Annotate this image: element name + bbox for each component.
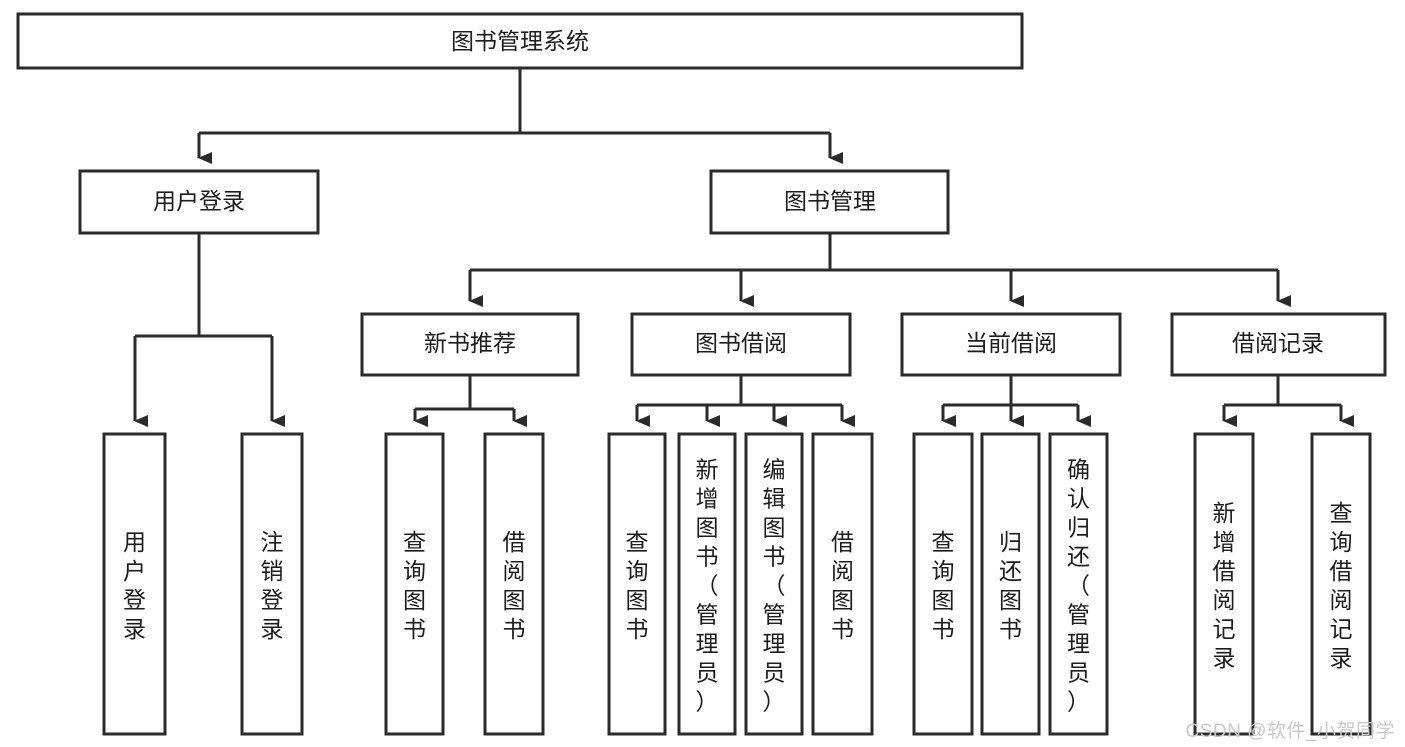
node-current-borrow[interactable]: 当前借阅 [900, 312, 1122, 377]
leaf-borrow-book-2[interactable]: 借阅图书 [811, 432, 874, 736]
node-book-manage[interactable]: 图书管理 [709, 169, 950, 235]
node-new-book-recommend-label: 新书推荐 [424, 330, 516, 356]
leaf-edit-book-box[interactable] [744, 432, 804, 736]
leaf-user-logout[interactable]: 注销登录 [240, 432, 304, 736]
leaf-confirm-return[interactable]: 确认归还（管理员） [1048, 432, 1109, 736]
leaf-query-book-2-box[interactable] [607, 432, 667, 736]
leaf-borrow-book-1-box[interactable] [483, 432, 545, 736]
leaf-query-book-3[interactable]: 查询图书 [912, 432, 974, 736]
connector-layer [133, 68, 1354, 427]
node-book-manage-label: 图书管理 [784, 188, 876, 214]
leaf-return-book-label: 归还图书 [999, 529, 1022, 642]
leaf-user-login[interactable]: 用户登录 [102, 432, 167, 736]
node-book-borrow-box[interactable] [630, 312, 852, 377]
leaf-borrow-book-1-label: 借阅图书 [503, 529, 526, 642]
leaf-borrow-book-2-box[interactable] [811, 432, 874, 736]
leaf-query-record-box[interactable] [1310, 432, 1372, 736]
leaf-edit-book[interactable]: 编辑图书（管理员） [744, 432, 804, 736]
node-book-borrow[interactable]: 图书借阅 [630, 312, 852, 377]
node-current-borrow-label: 当前借阅 [965, 330, 1057, 356]
leaf-query-book-1[interactable]: 查询图书 [384, 432, 445, 736]
leaf-add-record-box[interactable] [1193, 432, 1255, 736]
node-root[interactable]: 图书管理系统 [16, 12, 1024, 70]
leaf-user-login-box[interactable] [102, 432, 167, 736]
node-user-login-box[interactable] [78, 169, 320, 235]
leaf-query-record[interactable]: 查询借阅记录 [1310, 432, 1372, 736]
node-user-login-label: 用户登录 [153, 188, 245, 214]
node-current-borrow-box[interactable] [900, 312, 1122, 377]
node-root-label: 图书管理系统 [451, 28, 589, 54]
leaf-query-book-3-label: 查询图书 [932, 529, 955, 642]
leaf-add-record-label: 新增借阅记录 [1213, 500, 1236, 671]
node-root-box[interactable] [16, 12, 1024, 70]
node-layer: 图书管理系统 用户登录 图书管理 新书推荐 图书借阅 当前借阅 [16, 12, 1387, 377]
leaf-confirm-return-label: 确认归还（管理员） [1067, 457, 1090, 715]
leaf-confirm-return-box[interactable] [1048, 432, 1109, 736]
node-new-book-recommend[interactable]: 新书推荐 [360, 312, 580, 377]
node-book-borrow-label: 图书借阅 [695, 330, 787, 356]
node-new-book-recommend-box[interactable] [360, 312, 580, 377]
leaf-node-layer: 用户登录 注销登录 查询图书 借阅图书 查询图书 新增图书（管理员） 编辑图书（管理员） 借阅… [102, 432, 1372, 736]
leaf-add-book-label: 新增图书（管理员） [696, 457, 719, 715]
node-borrow-record-box[interactable] [1170, 312, 1387, 377]
leaf-add-record[interactable]: 新增借阅记录 [1193, 432, 1255, 736]
leaf-return-book[interactable]: 归还图书 [980, 432, 1041, 736]
leaf-edit-book-label: 编辑图书（管理员） [763, 457, 786, 715]
leaf-add-book-box[interactable] [677, 432, 737, 736]
leaf-borrow-book-1[interactable]: 借阅图书 [483, 432, 545, 736]
node-book-manage-box[interactable] [709, 169, 950, 235]
leaf-query-book-1-box[interactable] [384, 432, 445, 736]
leaf-borrow-book-2-label: 借阅图书 [831, 529, 854, 642]
leaf-query-record-label: 查询借阅记录 [1330, 500, 1353, 671]
leaf-user-logout-label: 注销登录 [261, 529, 284, 642]
node-user-login[interactable]: 用户登录 [78, 169, 320, 235]
leaf-query-book-1-label: 查询图书 [403, 529, 426, 642]
leaf-user-logout-box[interactable] [240, 432, 304, 736]
leaf-user-login-label: 用户登录 [123, 529, 146, 642]
leaf-query-book-3-box[interactable] [912, 432, 974, 736]
leaf-query-book-2[interactable]: 查询图书 [607, 432, 667, 736]
node-borrow-record[interactable]: 借阅记录 [1170, 312, 1387, 377]
leaf-return-book-box[interactable] [980, 432, 1041, 736]
leaf-add-book[interactable]: 新增图书（管理员） [677, 432, 737, 736]
node-borrow-record-label: 借阅记录 [1232, 330, 1324, 356]
leaf-query-book-2-label: 查询图书 [626, 529, 649, 642]
